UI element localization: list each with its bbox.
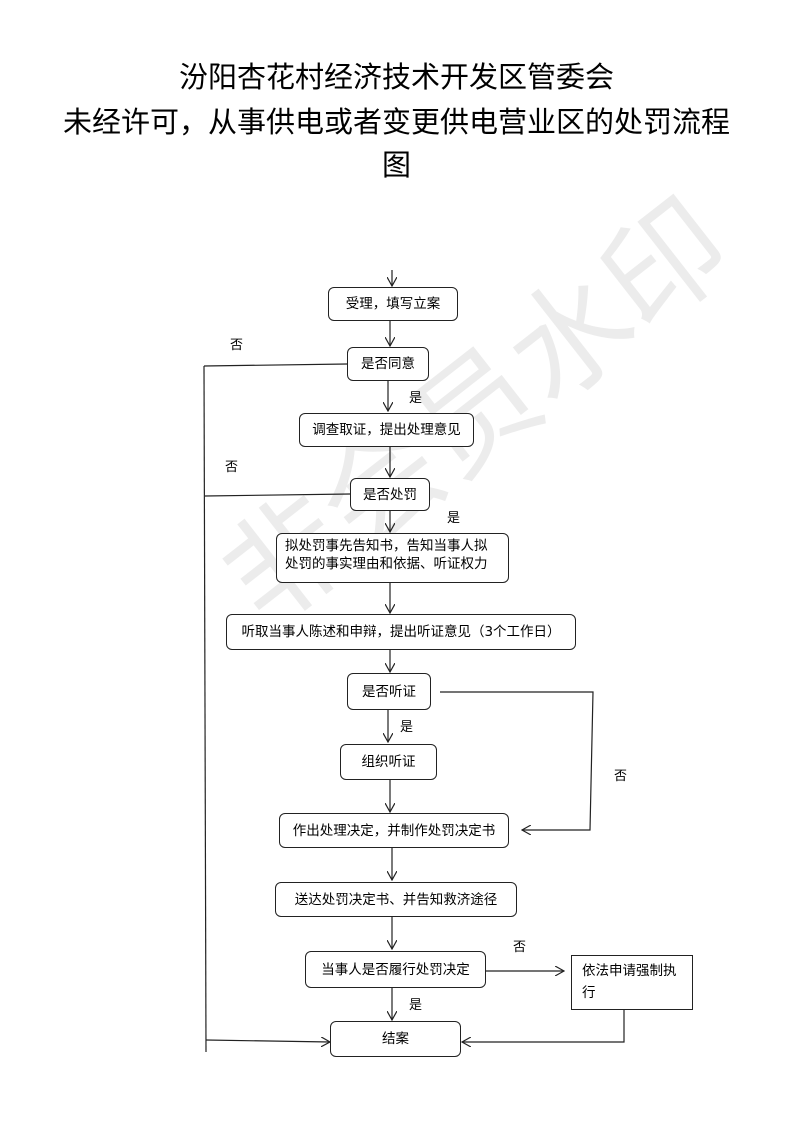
node-decide: 作出处理决定，并制作处罚决定书 xyxy=(279,813,509,848)
node-organize-hearing: 组织听证 xyxy=(340,744,437,780)
arrow-rail-close xyxy=(205,1040,330,1042)
node-enforce: 依法申请强制执行 xyxy=(571,955,693,1010)
node-hear: 听取当事人陈述和申辩，提出听证意见（3个工作日） xyxy=(226,614,576,650)
label-no-punish: 否 xyxy=(225,460,239,475)
branch-punish-no xyxy=(204,493,351,497)
left-rail xyxy=(203,365,207,1053)
node-deliver: 送达处罚决定书、并告知救济途径 xyxy=(275,882,517,917)
title-line-3: 图 xyxy=(381,148,411,182)
node-accept: 受理，填写立案 xyxy=(328,287,458,321)
label-no-agree: 否 xyxy=(230,338,244,353)
arrow-enforce-close xyxy=(462,1010,625,1042)
arrow-hearingq-no-decide xyxy=(440,691,594,830)
node-close: 结案 xyxy=(330,1021,461,1057)
label-yes-perform: 是 xyxy=(409,998,423,1013)
title-line-2: 未经许可，从事供电或者变更供电营业区的处罚流程 xyxy=(62,105,730,139)
node-agree-decision: 是否同意 xyxy=(347,347,429,381)
label-no-perform: 否 xyxy=(513,940,527,955)
branch-agree-no xyxy=(203,363,348,367)
label-yes-hearing: 是 xyxy=(400,720,414,735)
node-notify: 拟处罚事先告知书，告知当事人拟处罚的事实理由和依据、听证权力 xyxy=(276,533,509,583)
node-hearing-decision: 是否听证 xyxy=(347,673,431,710)
node-perform-decision: 当事人是否履行处罚决定 xyxy=(305,951,486,988)
title-line-1: 汾阳杏花村经济技术开发区管委会 xyxy=(178,60,614,94)
node-punish-decision: 是否处罚 xyxy=(350,478,430,511)
node-investigate: 调查取证，提出处理意见 xyxy=(299,413,474,447)
label-no-hearing: 否 xyxy=(614,769,628,784)
label-yes-punish: 是 xyxy=(447,511,461,526)
label-yes-agree: 是 xyxy=(409,391,423,406)
